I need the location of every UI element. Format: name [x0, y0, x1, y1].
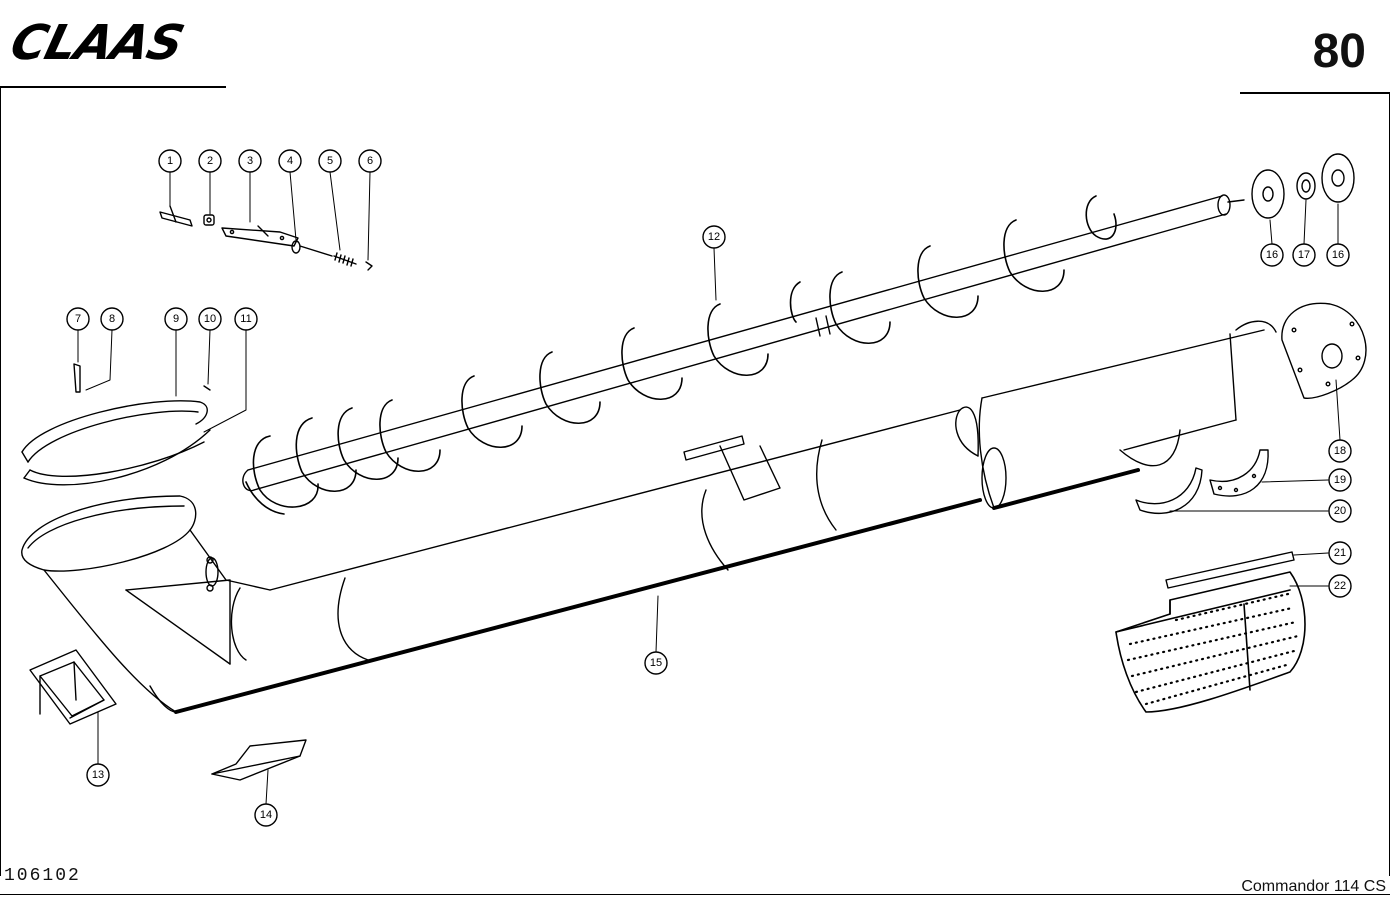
- screw-part-7: [73, 363, 81, 393]
- auger-tube-part-15: [174, 320, 1277, 714]
- callout-16-left: 16: [1260, 243, 1284, 267]
- bearing-part-17: [1296, 172, 1316, 200]
- svg-text:7: 7: [75, 313, 81, 325]
- drawing-number: 106102: [4, 866, 81, 886]
- svg-text:20: 20: [1334, 505, 1346, 517]
- leader-lines: [77, 171, 1341, 805]
- callout-6: 6: [358, 149, 382, 173]
- hopper-part-13: [29, 649, 117, 725]
- callout-11: 11: [234, 307, 258, 331]
- support-bracket: [683, 435, 781, 501]
- svg-text:21: 21: [1334, 547, 1346, 559]
- callout-8: 8: [100, 307, 124, 331]
- nut-part-2: [203, 214, 215, 226]
- callout-4: 4: [278, 149, 302, 173]
- svg-text:5: 5: [327, 155, 333, 167]
- model-name: Commandor 114 CS: [1241, 878, 1386, 895]
- split-pin-part-6: [365, 261, 373, 271]
- wear-strip-part-20: [1135, 467, 1203, 514]
- frame-bottom-border: [0, 894, 1390, 895]
- svg-text:18: 18: [1334, 445, 1346, 457]
- callout-9: 9: [164, 307, 188, 331]
- spring-part-5: [333, 252, 357, 267]
- bolt-part-1: [159, 205, 193, 227]
- svg-text:16: 16: [1332, 249, 1344, 261]
- svg-text:12: 12: [708, 231, 720, 243]
- svg-text:10: 10: [204, 313, 216, 325]
- callout-2: 2: [198, 149, 222, 173]
- svg-text:15: 15: [650, 657, 662, 669]
- callout-7: 7: [66, 307, 90, 331]
- flange-part-16-right: [1321, 153, 1355, 203]
- bracket-part-3: [221, 225, 299, 247]
- svg-text:14: 14: [260, 809, 272, 821]
- callout-22: 22: [1328, 574, 1352, 598]
- svg-text:19: 19: [1334, 474, 1346, 486]
- callout-10: 10: [198, 307, 222, 331]
- callout-13: 13: [86, 763, 110, 787]
- strip-part-21: [1165, 551, 1295, 589]
- flange-part-16-left: [1251, 169, 1285, 219]
- callout-18: 18: [1328, 439, 1352, 463]
- callout-3: 3: [238, 149, 262, 173]
- callout-17: 17: [1292, 243, 1316, 267]
- end-cover-part-18: [1281, 302, 1367, 399]
- svg-text:22: 22: [1334, 580, 1346, 592]
- auger-shaft-part-12: [242, 194, 1245, 492]
- washer-part-10: [203, 385, 211, 391]
- inlet-housing: [21, 495, 271, 713]
- svg-text:13: 13: [92, 769, 104, 781]
- pin-part-4: [291, 240, 333, 257]
- svg-text:2: 2: [207, 155, 213, 167]
- svg-text:16: 16: [1266, 249, 1278, 261]
- callout-5: 5: [318, 149, 342, 173]
- svg-text:17: 17: [1298, 249, 1310, 261]
- callout-1: 1: [158, 149, 182, 173]
- slide-plate-part-14: [211, 739, 307, 781]
- callout-15: 15: [644, 651, 668, 675]
- callout-16-right: 16: [1326, 243, 1350, 267]
- clamp-ring-part-9: [21, 400, 211, 486]
- page-number: 80: [1312, 25, 1366, 78]
- callout-14: 14: [254, 803, 278, 827]
- auger-flighting: [245, 195, 1117, 515]
- svg-text:9: 9: [173, 313, 179, 325]
- frame-left-border: [0, 86, 1, 876]
- svg-text:8: 8: [109, 313, 115, 325]
- svg-text:1: 1: [167, 155, 173, 167]
- svg-text:4: 4: [287, 155, 293, 167]
- svg-text:11: 11: [240, 313, 251, 325]
- callout-19: 19: [1328, 468, 1352, 492]
- svg-text:6: 6: [367, 155, 373, 167]
- header-rule-left: [0, 86, 226, 88]
- callout-21: 21: [1328, 541, 1352, 565]
- svg-text:3: 3: [247, 155, 253, 167]
- guard-part-22: [1115, 571, 1306, 713]
- header-rule-right: [1240, 92, 1390, 94]
- wear-strip-part-19: [1209, 449, 1269, 497]
- callout-20: 20: [1328, 499, 1352, 523]
- callout-12: 12: [702, 225, 726, 249]
